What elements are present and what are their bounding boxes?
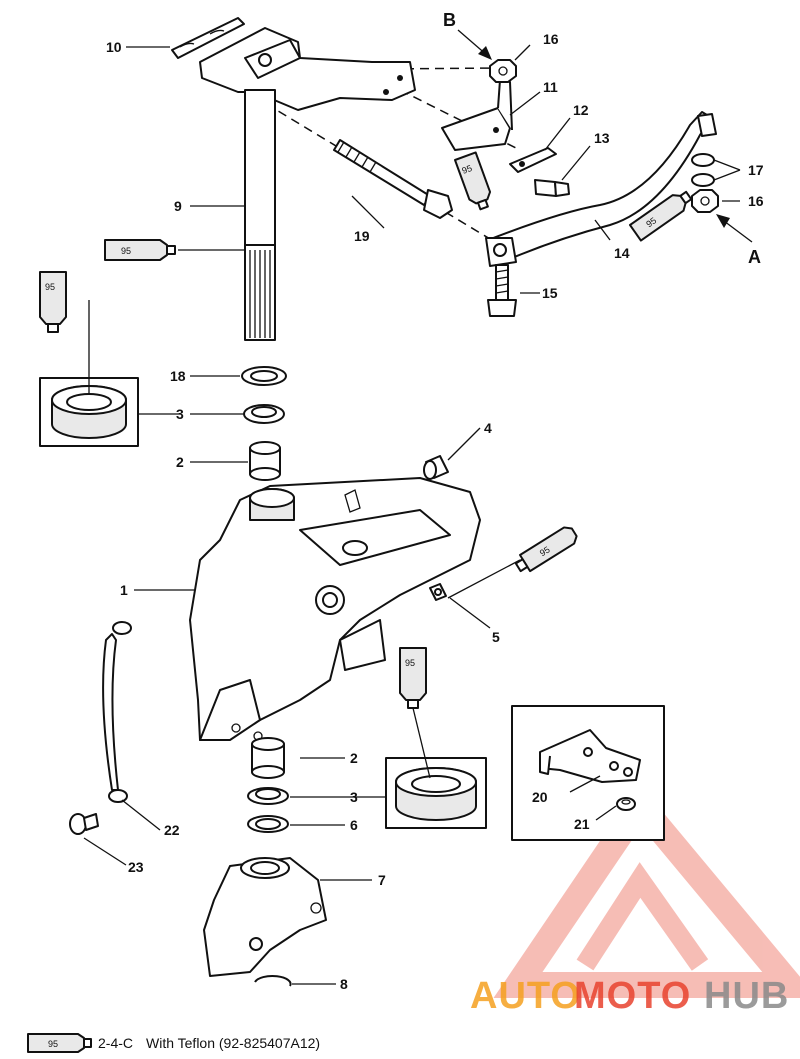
callout-labels: 10 9 18 3 2 1 4 5 2 3 6 7 8 22 23 19 16 … bbox=[106, 10, 764, 992]
part-8-retaining-ring bbox=[254, 974, 292, 987]
callout-7: 7 bbox=[378, 872, 386, 888]
callout-10: 10 bbox=[106, 39, 122, 55]
part-10-clip bbox=[171, 17, 245, 59]
callout-13: 13 bbox=[594, 130, 610, 146]
view-label-b: B bbox=[443, 10, 456, 30]
callout-2-bottom: 2 bbox=[350, 750, 358, 766]
detail-box-bushing-bottom bbox=[385, 757, 487, 829]
sealant-tube-icon: 95 bbox=[39, 271, 67, 333]
callout-6: 6 bbox=[350, 817, 358, 833]
callout-17: 17 bbox=[748, 162, 764, 178]
part-11-bracket bbox=[441, 79, 513, 151]
watermark-part1: AUTO bbox=[470, 975, 581, 1017]
callout-1: 1 bbox=[120, 582, 128, 598]
leader-lines bbox=[83, 44, 741, 985]
part-7-swivel-yoke bbox=[203, 857, 327, 977]
part-3-seal-bottom bbox=[247, 787, 289, 805]
callout-12: 12 bbox=[573, 102, 589, 118]
part-2-bushing-top bbox=[249, 441, 281, 481]
part-18-washer bbox=[241, 366, 287, 386]
watermark-part3: HUB bbox=[704, 975, 789, 1017]
callout-2-top: 2 bbox=[176, 454, 184, 470]
callout-14: 14 bbox=[614, 245, 630, 261]
sealant-label: 95 bbox=[45, 282, 55, 292]
callout-22: 22 bbox=[164, 822, 180, 838]
part-2-bushing-bottom bbox=[251, 737, 285, 779]
part-22-ground-strap bbox=[102, 621, 132, 803]
part-5-grease-fitting bbox=[429, 583, 447, 601]
view-arrow-b bbox=[457, 29, 492, 60]
part-16-nut-top bbox=[489, 59, 517, 83]
view-label-a: A bbox=[748, 247, 761, 267]
caption-code: 2-4-C bbox=[98, 1035, 133, 1051]
part-16-nut-bottom bbox=[691, 189, 719, 213]
callout-5: 5 bbox=[492, 629, 500, 645]
sealant-label: 95 bbox=[644, 215, 658, 229]
watermark-logo bbox=[493, 783, 800, 998]
callout-3-top: 3 bbox=[176, 406, 184, 422]
sealant-label: 95 bbox=[538, 544, 552, 558]
part-4-bushing bbox=[423, 455, 449, 480]
sealant-tube-icon: 95 bbox=[454, 151, 492, 211]
sealant-label: 95 bbox=[48, 1039, 58, 1049]
detail-box-bracket bbox=[511, 705, 665, 841]
watermark-part2: MOTO bbox=[574, 975, 691, 1017]
callout-8: 8 bbox=[340, 976, 348, 992]
callout-20: 20 bbox=[532, 789, 548, 805]
callout-9: 9 bbox=[174, 198, 182, 214]
sealant-tube-icon: 95 bbox=[27, 1033, 92, 1053]
callout-21: 21 bbox=[574, 816, 590, 832]
part-19-bolt bbox=[333, 139, 453, 219]
sealant-label: 95 bbox=[405, 658, 415, 668]
legend-caption: 95 2-4-C With Teflon (92-825407A12) bbox=[27, 1033, 320, 1053]
sealant-label: 95 bbox=[461, 163, 474, 176]
callout-16-top: 16 bbox=[543, 31, 559, 47]
caption-text: With Teflon (92-825407A12) bbox=[146, 1035, 320, 1051]
part-3-seal-top bbox=[243, 404, 285, 424]
part-14-link-rod bbox=[485, 111, 717, 267]
callout-11: 11 bbox=[543, 79, 558, 95]
callout-18: 18 bbox=[170, 368, 186, 384]
part-12-washer-plate bbox=[509, 147, 557, 173]
part-17-washers bbox=[691, 153, 715, 187]
callout-23: 23 bbox=[128, 859, 144, 875]
callout-4: 4 bbox=[484, 420, 492, 436]
callout-16-bottom: 16 bbox=[748, 193, 764, 209]
callout-15: 15 bbox=[542, 285, 558, 301]
watermark-text: AUTO MOTO HUB bbox=[470, 975, 789, 1017]
sealant-tube-icon: 95 bbox=[104, 239, 176, 261]
sealant-label: 95 bbox=[121, 246, 131, 256]
sealant-tube-icon: 95 bbox=[399, 647, 427, 709]
part-6-washer bbox=[247, 815, 289, 833]
part-9-steering-arm bbox=[199, 27, 416, 341]
part-1-swivel-bracket bbox=[189, 477, 481, 741]
part-13-bolt bbox=[534, 179, 570, 197]
callout-3-bottom: 3 bbox=[350, 789, 358, 805]
sealant-tube-icon: 95 bbox=[629, 190, 693, 242]
part-15-bolt bbox=[487, 264, 517, 317]
callout-19: 19 bbox=[354, 228, 370, 244]
view-arrow-a bbox=[716, 214, 753, 243]
sealant-tube-icon: 95 bbox=[514, 526, 578, 573]
part-23-screw bbox=[69, 813, 99, 835]
